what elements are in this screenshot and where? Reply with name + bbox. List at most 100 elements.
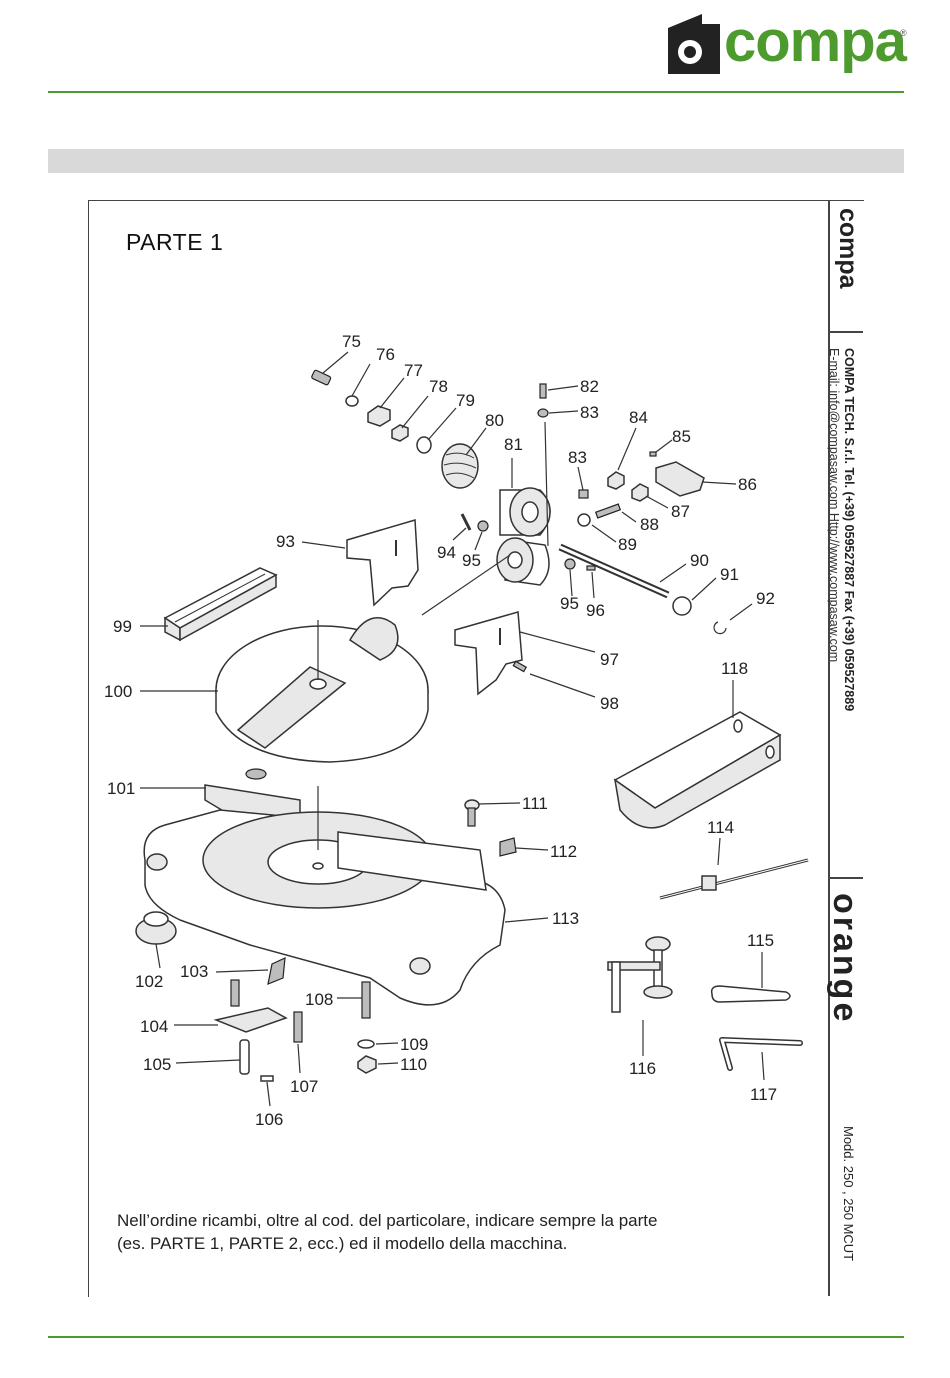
part-109-washer xyxy=(357,1039,375,1049)
label-95: 95 xyxy=(462,551,481,570)
part-81-motor-housing xyxy=(499,487,551,537)
part-96-pin xyxy=(586,565,596,571)
part-103-knob xyxy=(267,957,286,985)
label-102: 102 xyxy=(135,972,163,991)
part-92-circlip xyxy=(713,621,727,635)
part-86-lever xyxy=(655,461,705,497)
sidebar-divider xyxy=(828,200,830,1296)
part-101-knob xyxy=(245,768,267,780)
label-103: 103 xyxy=(180,962,208,981)
label-99: 99 xyxy=(113,617,132,636)
part-95-nut xyxy=(477,520,489,532)
compa-logo-icon xyxy=(668,14,720,74)
label-96: 96 xyxy=(586,601,605,620)
label-89: 89 xyxy=(618,535,637,554)
label-81: 81 xyxy=(504,435,523,454)
label-91: 91 xyxy=(720,565,739,584)
registered-mark: ® xyxy=(900,28,907,38)
sidebar-separator xyxy=(830,877,863,879)
part-102-foot xyxy=(135,911,177,945)
label-93: 93 xyxy=(276,532,295,551)
part-83-washer xyxy=(537,408,549,418)
part-94-screw xyxy=(460,513,472,531)
label-98: 98 xyxy=(600,694,619,713)
part-number-labels: 75 76 77 78 79 80 81 82 83 84 85 86 87 8… xyxy=(104,332,777,1129)
label-83-second: 83 xyxy=(568,448,587,467)
label-109: 109 xyxy=(400,1035,428,1054)
part-105-pin xyxy=(239,1039,250,1075)
part-88-rod xyxy=(594,503,622,519)
label-117: 117 xyxy=(750,1085,777,1104)
label-104: 104 xyxy=(140,1017,168,1036)
part-113-base xyxy=(143,809,506,1006)
label-107: 107 xyxy=(290,1077,318,1096)
label-85: 85 xyxy=(672,427,691,446)
part-79-washer xyxy=(416,436,432,454)
part-75-bolt xyxy=(311,369,332,386)
label-118: 118 xyxy=(721,659,748,678)
label-83: 83 xyxy=(580,403,599,422)
logo-wordmark: compa xyxy=(724,9,907,74)
part-87-nut xyxy=(631,483,649,502)
label-97: 97 xyxy=(600,650,619,669)
sidebar-separator xyxy=(830,331,863,333)
label-101: 101 xyxy=(107,779,135,798)
drawing-frame xyxy=(88,200,864,1297)
label-80: 80 xyxy=(485,411,504,430)
part-110-nut xyxy=(357,1055,377,1074)
part-85-pin xyxy=(649,451,657,457)
part-99-fence-rail xyxy=(163,567,278,642)
part-93-guard-plate xyxy=(346,519,419,607)
header-rule xyxy=(48,91,904,93)
label-90: 90 xyxy=(690,551,709,570)
part-83-nut xyxy=(578,489,589,499)
part-title: PARTE 1 xyxy=(126,229,224,255)
part-89-washer xyxy=(577,513,591,527)
label-87: 87 xyxy=(671,502,690,521)
part-91-washer xyxy=(672,596,692,616)
part-95-nut-lower xyxy=(564,558,576,570)
part-106-pin xyxy=(260,1075,274,1082)
label-82: 82 xyxy=(580,377,599,396)
label-79: 79 xyxy=(456,391,475,410)
ordering-note-line1: Nell’ordine ricambi, oltre al cod. del p… xyxy=(117,1211,658,1230)
part-114-stop-rod xyxy=(659,858,809,900)
label-76: 76 xyxy=(376,345,395,364)
label-77: 77 xyxy=(404,361,423,380)
part-104-spring xyxy=(230,979,240,1007)
ordering-note-line2: (es. PARTE 1, PARTE 2, ecc.) ed il model… xyxy=(117,1234,568,1253)
label-113: 113 xyxy=(552,909,579,928)
part-115-wrench xyxy=(710,985,791,1003)
part-81-lower-housing xyxy=(496,537,550,586)
footer-rule xyxy=(48,1336,904,1338)
part-97-plate xyxy=(454,611,523,696)
part-90-shaft xyxy=(558,543,670,599)
label-111: 111 xyxy=(522,794,548,813)
part-116-clamp xyxy=(607,936,673,1013)
part-112-knob xyxy=(499,837,517,857)
label-100: 100 xyxy=(104,682,132,701)
part-111-screw xyxy=(464,799,480,827)
label-112: 112 xyxy=(550,842,577,861)
label-88: 88 xyxy=(640,515,659,534)
part-80-spring xyxy=(441,443,479,489)
label-78: 78 xyxy=(429,377,448,396)
label-105: 105 xyxy=(143,1055,171,1074)
part-84-nut xyxy=(607,471,625,490)
label-106: 106 xyxy=(255,1110,283,1129)
label-108: 108 xyxy=(305,990,333,1009)
compa-logo: compa ® xyxy=(668,9,912,76)
label-75: 75 xyxy=(342,332,361,351)
part-76-washer xyxy=(345,395,359,407)
part-118-dust-tray xyxy=(613,711,782,829)
part-78-nut xyxy=(391,424,409,442)
label-84: 84 xyxy=(629,408,648,427)
part-117-hex-key xyxy=(719,1037,803,1071)
part-108-spring xyxy=(361,981,371,1019)
part-104-lock-lever xyxy=(213,1007,288,1033)
label-92: 92 xyxy=(756,589,775,608)
part-98-screw xyxy=(512,660,528,673)
label-114: 114 xyxy=(707,818,734,837)
label-86: 86 xyxy=(738,475,757,494)
